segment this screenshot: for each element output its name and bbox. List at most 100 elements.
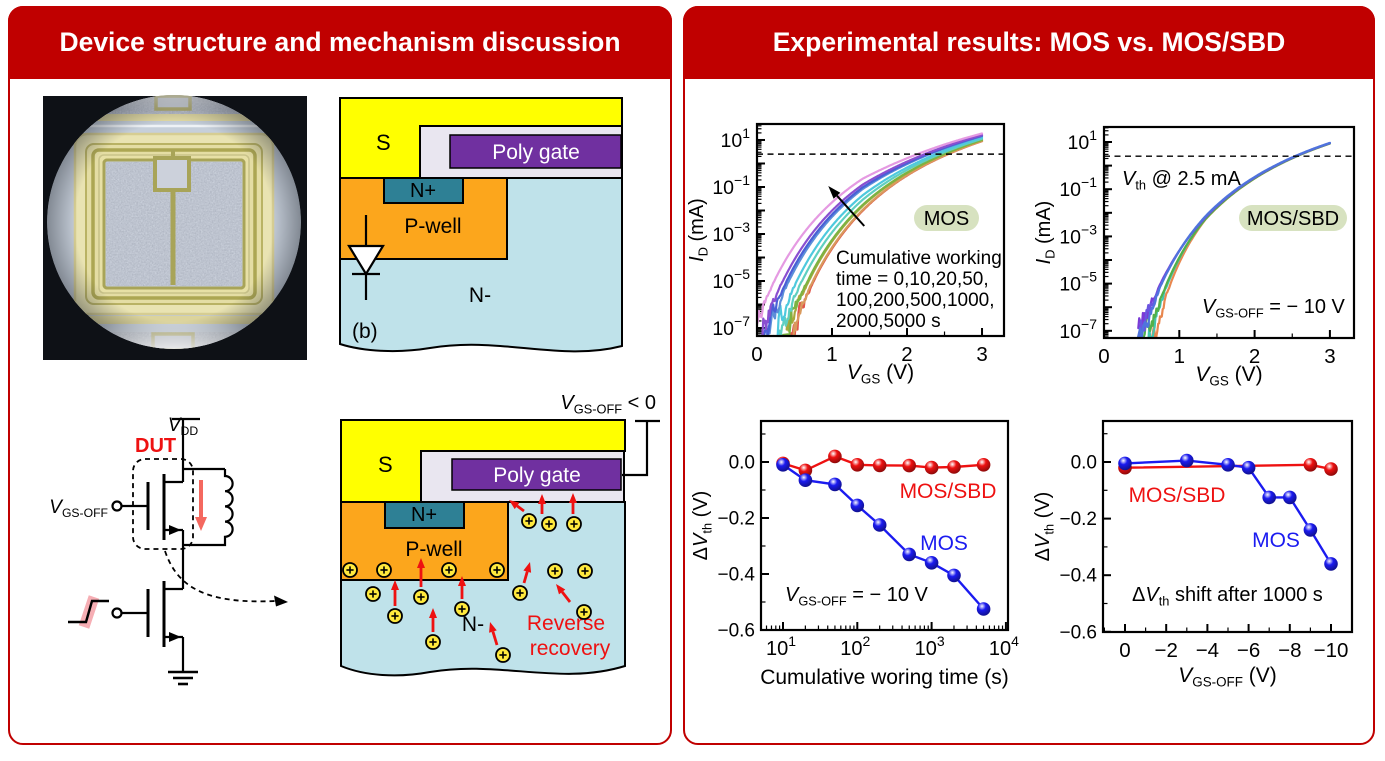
y-axis-title: ID (mA) bbox=[1033, 201, 1057, 265]
series-markers-MOS bbox=[776, 458, 991, 616]
hole-charge-icon bbox=[425, 634, 441, 650]
y-tick-label: 10−5 bbox=[712, 266, 750, 293]
hole-charge-icon bbox=[547, 563, 563, 579]
y-tick-label: 10−7 bbox=[712, 313, 750, 340]
panel-right-title: Experimental results: MOS vs. MOS/SBD bbox=[772, 27, 1286, 57]
panel-left-header: Device structure and mechanism discussio… bbox=[8, 6, 672, 79]
n-minus-label: N- bbox=[462, 613, 484, 636]
panel-right-header: Experimental results: MOS vs. MOS/SBD bbox=[683, 6, 1375, 79]
x-tick-label: 0 bbox=[751, 343, 762, 366]
hole-charge-icon bbox=[541, 516, 557, 532]
gate-bias-label: VGS-OFF < 0 bbox=[560, 392, 656, 416]
x-tick-label: 1 bbox=[1174, 345, 1185, 368]
transfer-curve-5000s bbox=[757, 132, 984, 326]
plot-frame bbox=[1102, 125, 1356, 340]
hole-charge-icon bbox=[521, 513, 537, 529]
circuit-wires bbox=[122, 417, 234, 672]
zoom-pointer-curve bbox=[164, 550, 277, 603]
series-markers-MOS/SBD bbox=[776, 449, 991, 478]
dut-dashed-box bbox=[132, 458, 194, 550]
y-tick-label: −0.2 bbox=[1059, 509, 1097, 530]
hole-charge-icon bbox=[489, 562, 505, 578]
y-tick-label: 10−1 bbox=[1059, 174, 1097, 201]
x-tick-label: 104 bbox=[989, 633, 1019, 660]
transfer-curve-200s bbox=[772, 136, 984, 336]
n-minus-label: N- bbox=[469, 284, 491, 307]
x-tick-label: −6 bbox=[1237, 639, 1260, 662]
x-tick-label: 0 bbox=[1098, 345, 1109, 368]
y-axis-title: ID (mA) bbox=[686, 198, 710, 262]
series-line-MOS bbox=[1124, 459, 1333, 565]
x-tick-label: 1 bbox=[826, 343, 837, 366]
test-circuit-schematic: VDD DUT VGS-OFF bbox=[49, 415, 288, 686]
y-tick-label: 10−3 bbox=[1059, 221, 1097, 248]
x-axis-title: Cumulative woring time (s) bbox=[760, 666, 1009, 689]
zoom-pointer-arrowhead bbox=[274, 595, 288, 607]
x-axis-title: VGS (V) bbox=[1195, 363, 1262, 389]
annotation: VGS-OFF = − 10 V bbox=[785, 584, 929, 608]
x-tick-label: 3 bbox=[1324, 345, 1335, 368]
n-plus-region bbox=[383, 177, 464, 204]
annotation: ΔVth shift after 1000 s bbox=[1132, 584, 1323, 608]
source-label: S bbox=[376, 130, 391, 155]
y-tick-label: 10−7 bbox=[1059, 316, 1097, 343]
annotation-line: 100,200,500,1000, bbox=[836, 290, 995, 311]
device-badge bbox=[914, 205, 979, 231]
y-tick-label: −0.4 bbox=[717, 564, 755, 585]
poly-gate-label: Poly gate bbox=[493, 464, 581, 487]
n-plus-label: N+ bbox=[411, 504, 437, 526]
cross-section-b: S Poly gate N+ P-well N- (b) bbox=[339, 97, 623, 353]
gate-bias-wire bbox=[622, 419, 660, 477]
transfer-curve-100s bbox=[777, 137, 984, 336]
source-label: S bbox=[378, 452, 393, 477]
device-badge-label: MOS bbox=[924, 208, 970, 230]
panel-left-title: Device structure and mechanism discussio… bbox=[59, 27, 621, 57]
hole-charge-icon bbox=[512, 585, 528, 601]
y-tick-label: 101 bbox=[1068, 127, 1098, 154]
hole-charge-icon bbox=[577, 563, 593, 579]
x-tick-label: 102 bbox=[840, 633, 870, 660]
plot-frame bbox=[759, 419, 1010, 632]
series-label-MOS: MOS bbox=[1252, 529, 1300, 552]
poly-gate-region bbox=[449, 134, 622, 169]
axes bbox=[761, 433, 1007, 631]
y-axis-title: ΔVth (V) bbox=[690, 491, 714, 561]
gate-terminal-lower bbox=[111, 607, 123, 619]
plot-content bbox=[1136, 141, 1331, 338]
annotation-line: time = 0,10,20,50, bbox=[836, 269, 989, 290]
device-badge bbox=[1239, 205, 1347, 231]
y-axis-title: ΔVth (V) bbox=[1032, 492, 1056, 562]
subfigure-b-label: (b) bbox=[352, 320, 378, 343]
current-arrow bbox=[195, 480, 207, 531]
transfer-curve-50s bbox=[782, 138, 984, 336]
lower-mosfet-arrow bbox=[169, 632, 181, 642]
poly-gate-region bbox=[451, 458, 622, 491]
reverse-recovery-label-1: Reverse bbox=[527, 612, 605, 635]
hole-charge-icon bbox=[342, 562, 358, 578]
x-tick-label: −4 bbox=[1196, 639, 1219, 662]
p-well-label: P-well bbox=[405, 538, 462, 561]
plot-frame bbox=[1101, 419, 1354, 634]
y-tick-label: 10−5 bbox=[1059, 269, 1097, 296]
hole-charge-icon bbox=[566, 516, 582, 532]
gate-pulse-icon bbox=[68, 595, 109, 629]
reverse-recovery-label-2: recovery bbox=[530, 637, 611, 660]
x-tick-label: −8 bbox=[1278, 639, 1301, 662]
x-tick-label: 103 bbox=[915, 633, 945, 660]
x-axis-title: VGS-OFF (V) bbox=[1178, 664, 1276, 690]
dut-label: DUT bbox=[135, 435, 176, 457]
hole-flow-arrows bbox=[391, 493, 577, 646]
y-tick-label: −0.2 bbox=[717, 508, 755, 529]
hole-charge-icon bbox=[495, 647, 511, 663]
x-tick-label: 0 bbox=[1119, 639, 1130, 662]
hole-charge-icon bbox=[441, 562, 457, 578]
plot-frame bbox=[755, 122, 1006, 338]
y-tick-label: −0.6 bbox=[1059, 622, 1097, 643]
